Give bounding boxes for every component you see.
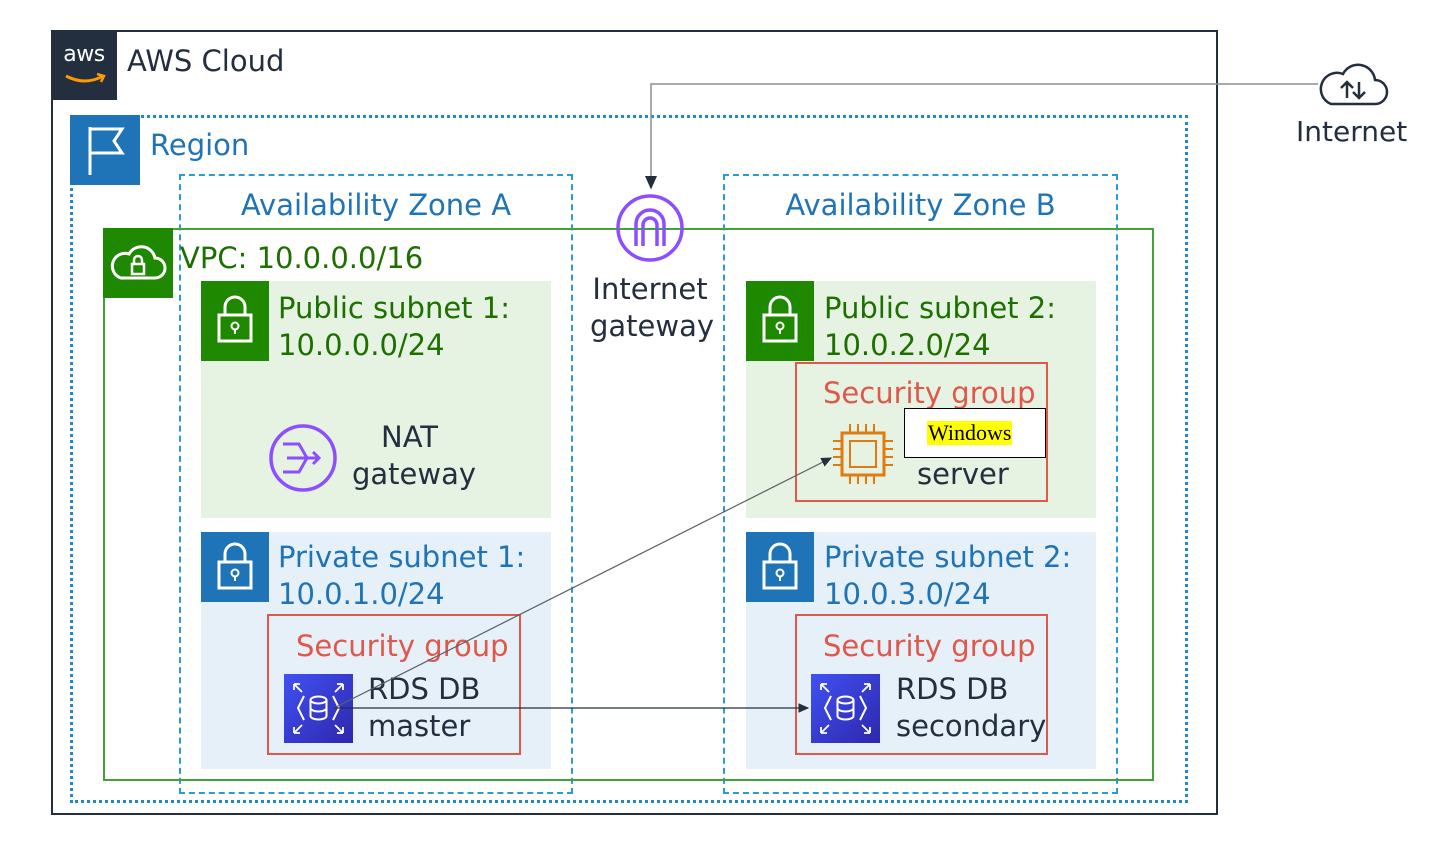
availability-zone-a-frame [179, 174, 573, 794]
vpc-cloud-lock-icon [103, 228, 173, 298]
internet-gateway-label-line1: Internet [592, 272, 708, 306]
private-subnet-1-cidr: 10.0.1.0/24 [278, 577, 445, 611]
web-server-label: server [917, 457, 1009, 491]
rds-secondary-label-line1: RDS DB [896, 672, 1009, 706]
rds-secondary-icon [811, 674, 880, 743]
internet-to-gateway-connector [645, 83, 1318, 190]
windows-callout-text: Windows [927, 420, 1013, 445]
internet-gateway-label-line2: gateway [590, 309, 715, 343]
availability-zone-b-title: Availability Zone B [785, 188, 1056, 222]
private-subnet-1-lock-icon [201, 532, 269, 602]
aws-cloud-frame [51, 30, 1218, 815]
rds-master-to-ec2-connector [333, 457, 833, 709]
aws-cloud-title: AWS Cloud [127, 44, 285, 78]
ec2-instance-icon [833, 424, 893, 484]
public-subnet-1-lock-icon [201, 281, 269, 361]
internet-cloud-icon [1319, 63, 1389, 106]
availability-zone-b-frame [723, 174, 1118, 794]
rds-secondary-label-line2: secondary [896, 709, 1047, 743]
vpc-title: VPC: 10.0.0.0/16 [180, 241, 424, 275]
nat-gateway-label-line1: NAT [381, 420, 438, 454]
public-subnet-1-title: Public subnet 1: [278, 291, 510, 325]
nat-gateway-label-line2: gateway [352, 457, 477, 491]
security-group-web-title: Security group [823, 376, 1036, 410]
rds-master-label-line2: master [368, 709, 471, 743]
internet-gateway-icon [616, 194, 684, 262]
region-flag-icon [70, 115, 140, 185]
public-subnet-2-title: Public subnet 2: [824, 291, 1056, 325]
public-subnet-2-cidr: 10.0.2.0/24 [824, 328, 991, 362]
nat-gateway-icon [269, 424, 337, 492]
aws-logo-text: aws [63, 42, 105, 67]
security-group-db-secondary-frame [795, 614, 1048, 755]
security-group-db-master-frame [267, 614, 521, 755]
region-frame [70, 115, 1188, 803]
windows-callout: Windows [904, 408, 1046, 458]
internet-label: Internet [1296, 115, 1408, 148]
region-title: Region [150, 128, 250, 162]
vpc-frame [103, 228, 1154, 781]
security-group-db-master-title: Security group [296, 629, 509, 663]
private-subnet-1-title: Private subnet 1: [278, 540, 526, 574]
aws-logo: aws [51, 30, 117, 100]
aws-smile-icon [65, 72, 106, 83]
security-group-db-secondary-title: Security group [823, 629, 1036, 663]
rds-master-label-line1: RDS DB [368, 672, 481, 706]
availability-zone-a-title: Availability Zone A [240, 188, 512, 222]
private-subnet-2-cidr: 10.0.3.0/24 [824, 577, 991, 611]
private-subnet-2-lock-icon [746, 532, 814, 602]
security-group-web-frame [795, 362, 1048, 502]
public-subnet-1-cidr: 10.0.0.0/24 [278, 328, 445, 362]
private-subnet-2-title: Private subnet 2: [824, 540, 1072, 574]
public-subnet-2-lock-icon [746, 281, 814, 361]
